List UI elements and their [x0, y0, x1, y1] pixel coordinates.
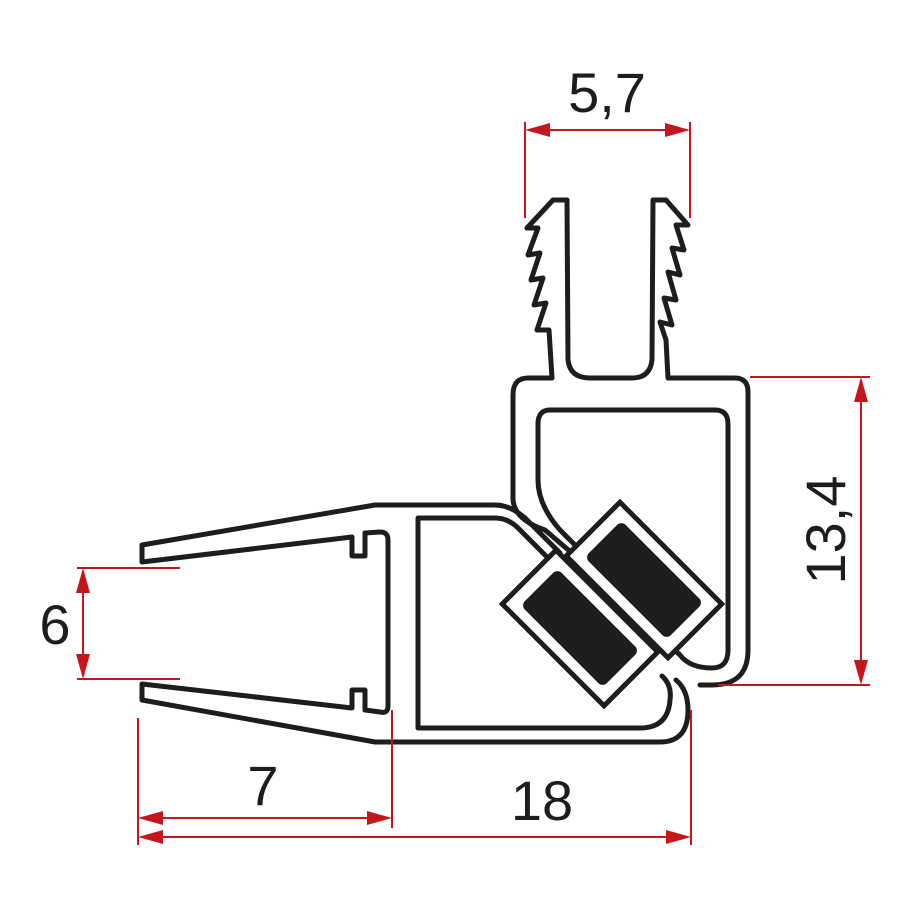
dimension-label-left: 6	[39, 593, 70, 656]
dimension-label-top: 5,7	[568, 61, 646, 124]
dimension-bottom-short: 7	[137, 710, 393, 845]
lower-chamber	[415, 515, 673, 731]
dimension-label-right: 13,4	[794, 476, 857, 585]
dimension-left-opening: 6	[39, 567, 180, 680]
upper-chamber	[535, 407, 731, 671]
dimension-right-height: 13,4	[718, 376, 870, 686]
left-clamp	[139, 502, 691, 745]
magnet-a	[498, 546, 662, 710]
left-clamp-top-edge	[139, 502, 563, 556]
dimension-label-bottom-total: 18	[511, 769, 573, 832]
dimension-bottom-total: 18	[138, 710, 692, 845]
dimension-label-bottom-short: 7	[247, 754, 278, 817]
left-clamp-upper-jaw	[139, 529, 691, 745]
magnet-b	[562, 498, 726, 662]
upper-clamp-outline	[564, 197, 751, 688]
dimension-top-opening: 5,7	[524, 61, 691, 218]
